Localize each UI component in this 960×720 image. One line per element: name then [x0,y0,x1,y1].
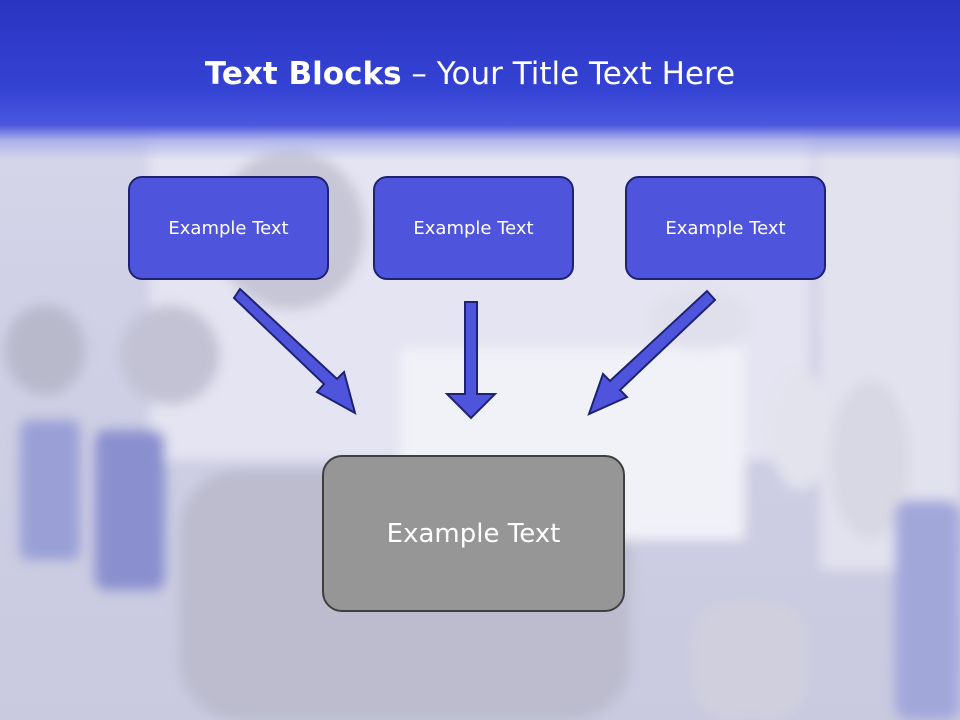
title-dash: – [401,56,437,92]
arrow-middle [444,301,498,420]
text-block-middle[interactable]: Example Text [373,176,574,280]
title-bold: Text Blocks [204,56,402,92]
text-block-right[interactable]: Example Text [625,176,826,280]
slide-title: Text Blocks – Your Title Text Here [0,52,940,96]
arrow-left [232,287,357,416]
arrow-right [587,289,717,416]
text-block-left[interactable]: Example Text [128,176,329,280]
title-rest: Your Title Text Here [436,56,736,92]
title-banner [0,0,960,160]
center-text-block[interactable]: Example Text [322,455,625,612]
